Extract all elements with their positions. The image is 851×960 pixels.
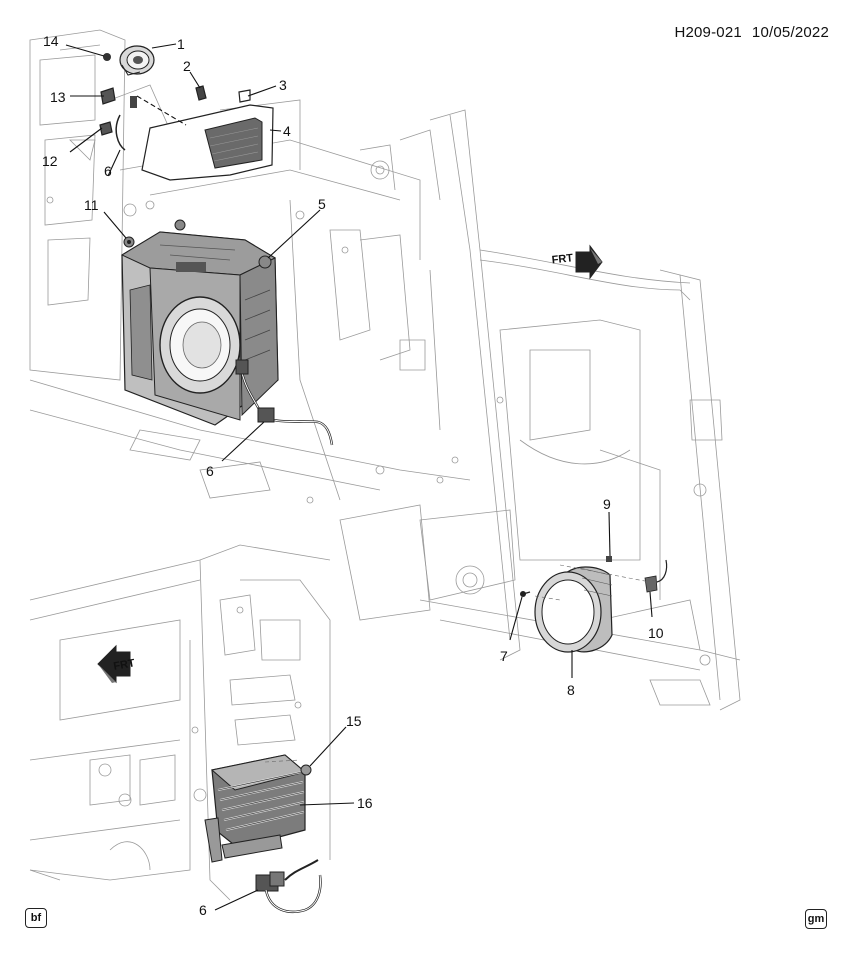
callout-9: 9 [603,496,611,512]
callout-16: 16 [357,795,373,811]
drawing-date: 10/05/2022 [751,24,829,41]
speaker-grille-trim [141,104,274,181]
callout-6-lower: 6 [199,902,207,918]
callout-numbers: 1 2 3 4 5 6 6 6 7 8 9 10 11 12 13 14 15 … [42,33,664,918]
frt-arrow-lower-view: FRT [97,644,136,684]
callout-14: 14 [43,33,59,49]
frt-label-lower: FRT [113,657,136,673]
callout-10: 10 [648,625,664,641]
drawing-number: H209-021 [674,24,742,41]
fasteners-upper-left [99,53,251,248]
callout-15: 15 [346,713,362,729]
upper-left-structure [29,29,471,504]
callout-1: 1 [177,36,185,52]
callout-12: 12 [42,153,58,169]
callout-5: 5 [318,196,326,212]
wiring-harness-lower [255,859,322,913]
subwoofer-enclosure [120,219,279,426]
leader-lines [65,43,653,911]
upper-right-structure [339,109,741,711]
callout-2: 2 [183,58,191,74]
callout-3: 3 [279,77,287,93]
frt-arrow-right-view: FRT [551,244,603,280]
bf-badge: bf [25,908,47,928]
wiring-harness-upper [235,359,334,446]
callout-13: 13 [50,89,66,105]
lower-left-structure [29,544,331,901]
callout-6-middle: 6 [206,463,214,479]
door-speaker [520,556,668,653]
callout-8: 8 [567,682,575,698]
audio-amplifier [204,754,312,863]
gm-logo-badge: gm [805,909,827,929]
tweeter-speaker [119,45,155,76]
drawing-identifier: H209-021 10/05/2022 [674,24,829,41]
callout-11: 11 [84,197,99,213]
callout-7: 7 [500,648,508,664]
callout-6-upper: 6 [104,163,112,179]
callout-4: 4 [283,123,291,139]
frt-label-right: FRT [551,252,574,266]
